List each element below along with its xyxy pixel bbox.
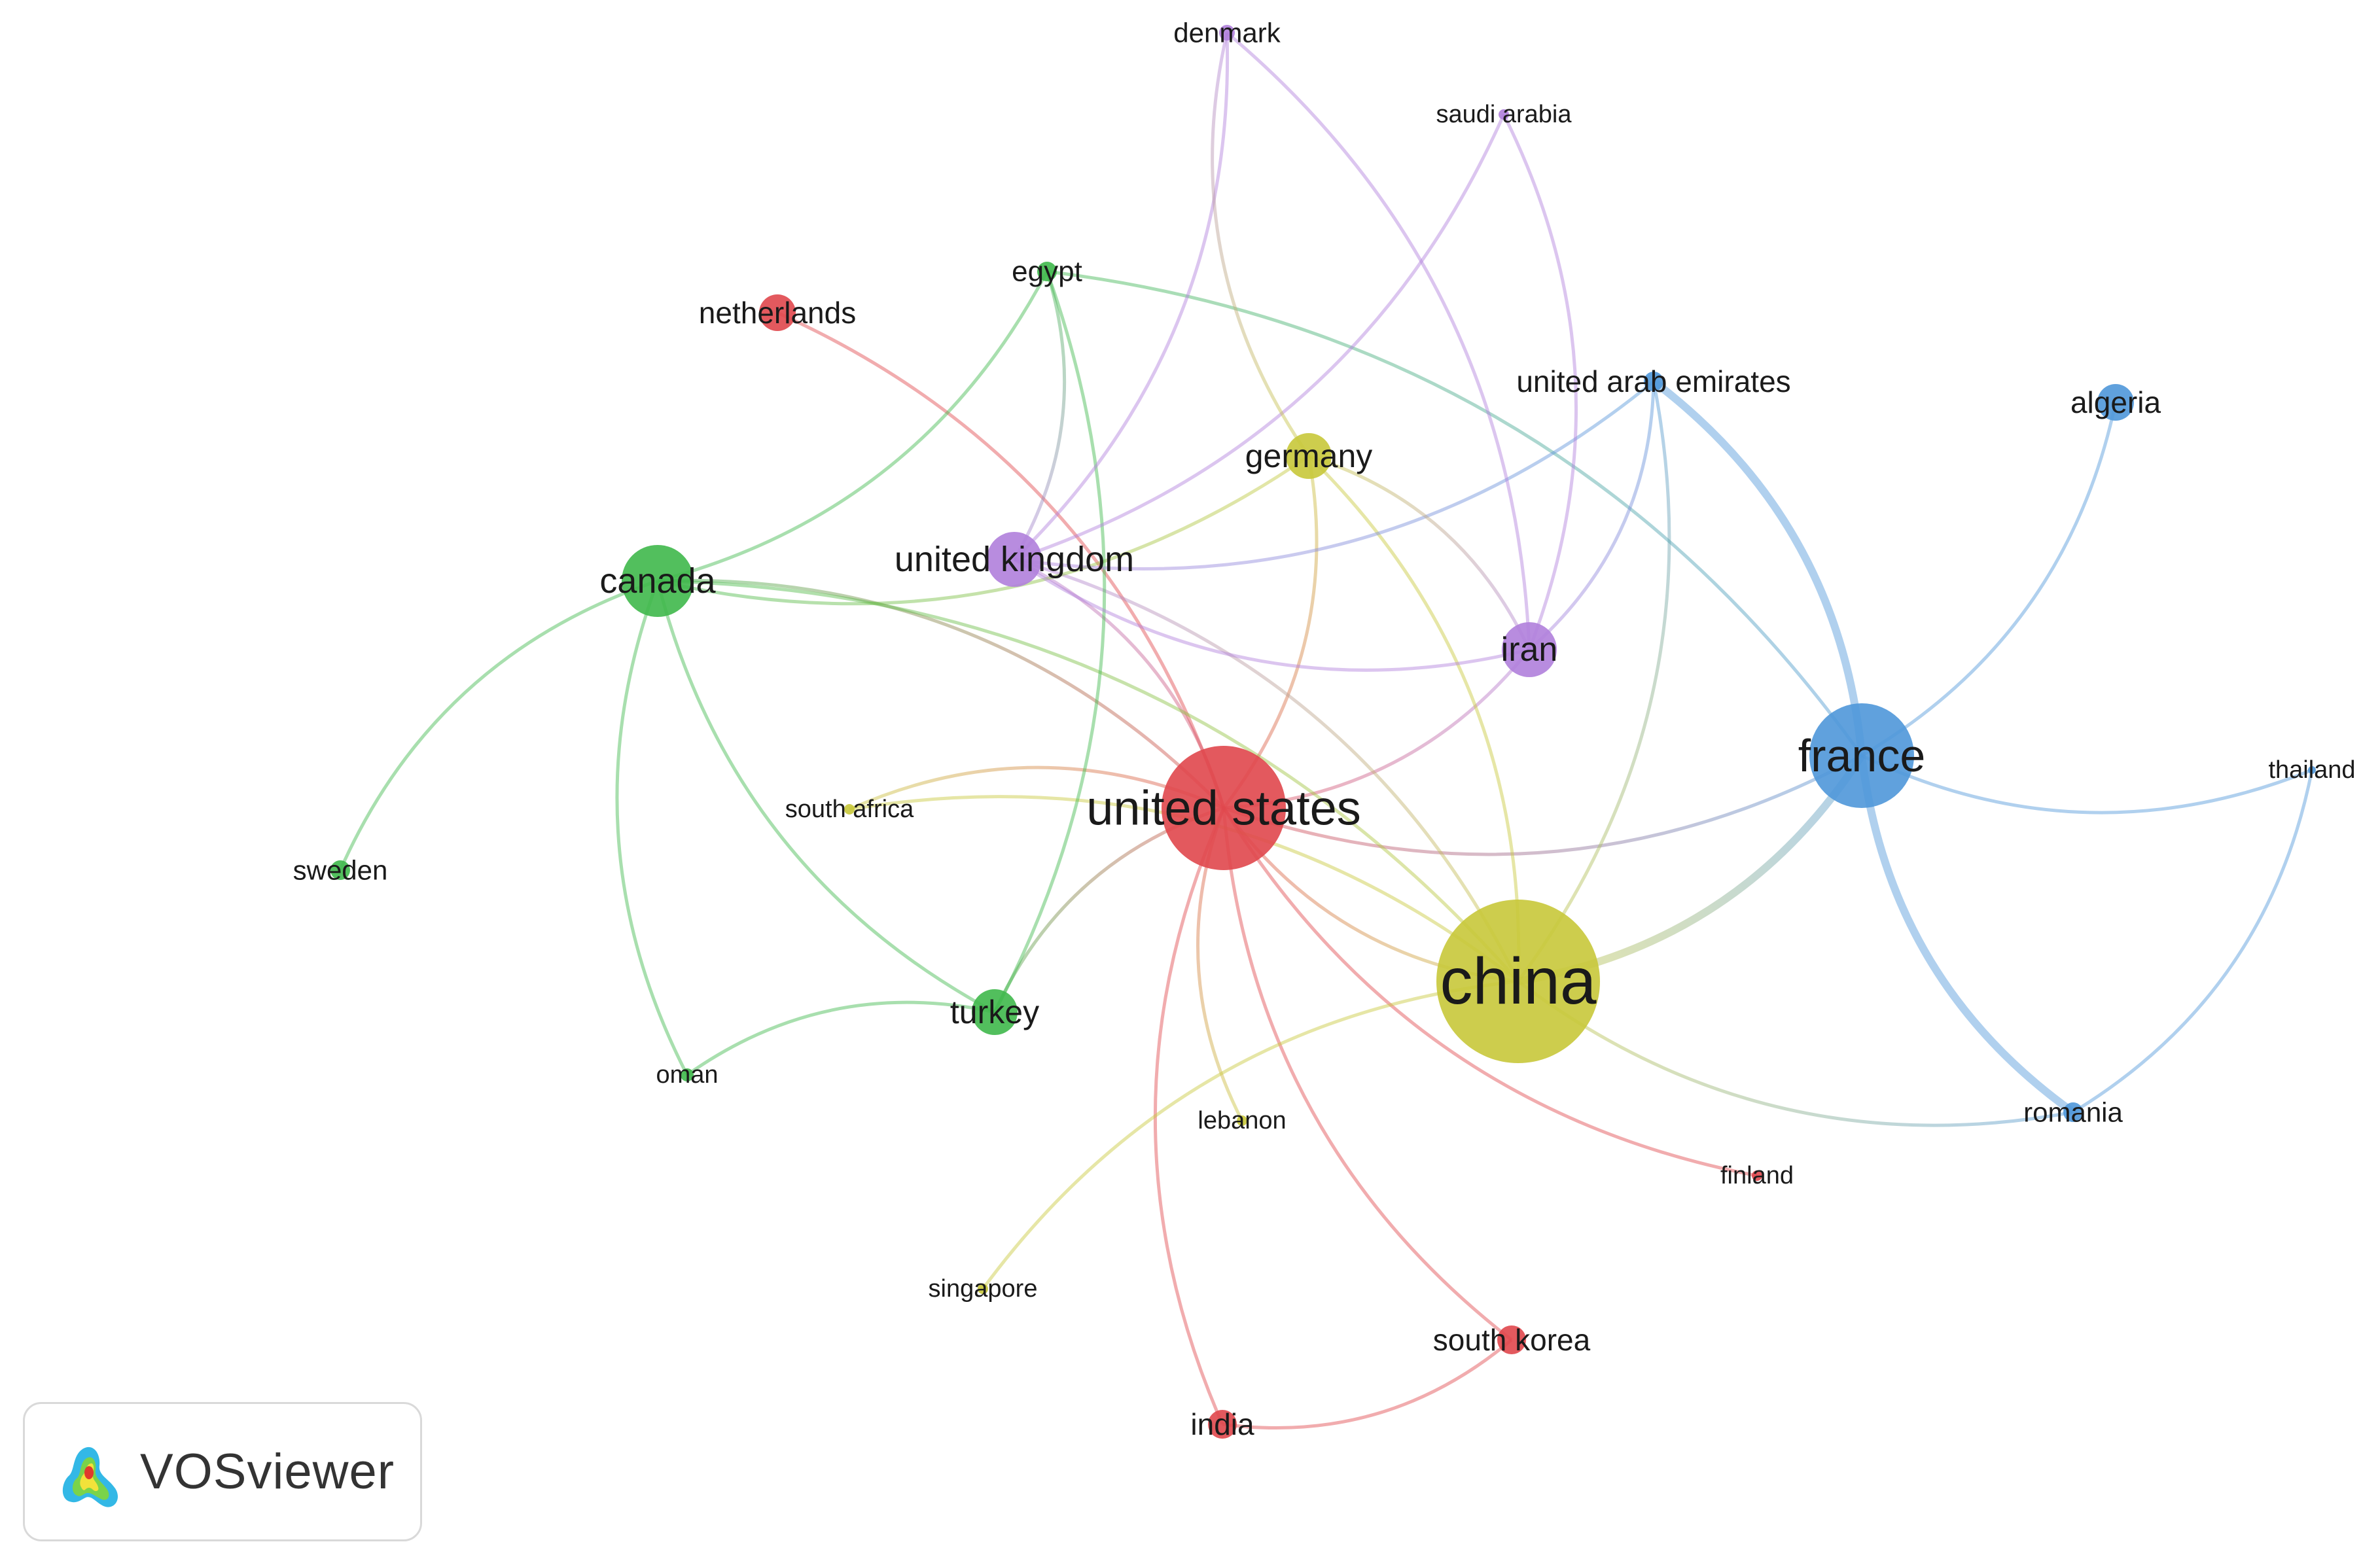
node-label-netherlands: netherlands <box>699 296 856 330</box>
node-china[interactable] <box>1436 900 1600 1063</box>
node-singapore[interactable] <box>978 1284 988 1294</box>
link-canada-sweden <box>338 579 658 871</box>
node-saudi-arabia[interactable] <box>1499 109 1509 120</box>
node-united-kingdom[interactable] <box>987 532 1042 587</box>
node-lebanon[interactable] <box>1237 1115 1247 1126</box>
node-netherlands[interactable] <box>759 294 796 331</box>
node-label-uae: united arab emirates <box>1516 364 1790 398</box>
link-india-south-korea <box>1222 1339 1513 1430</box>
node-label-oman: oman <box>656 1061 718 1089</box>
node-turkey[interactable] <box>972 989 1018 1035</box>
link-united-kingdom-uae <box>1014 380 1655 570</box>
link-canada-egypt <box>657 270 1049 583</box>
node-finland[interactable] <box>1752 1170 1762 1181</box>
node-label-canada: canada <box>599 561 716 601</box>
node-label-china: china <box>1440 945 1596 1018</box>
node-india[interactable] <box>1208 1410 1237 1439</box>
link-united-states-canada <box>657 578 1225 809</box>
node-denmark[interactable] <box>1219 25 1235 41</box>
vosviewer-logo-icon <box>62 1447 118 1507</box>
labels-layer: united states china france canada united kin… <box>293 18 2356 1442</box>
link-canada-germany <box>657 454 1310 606</box>
node-label-finland: finland <box>1720 1162 1794 1189</box>
link-iran-denmark <box>1226 31 1531 650</box>
node-iran[interactable] <box>1502 622 1557 677</box>
node-label-denmark: denmark <box>1173 18 1281 48</box>
node-label-thailand: thailand <box>2268 756 2355 784</box>
link-romania-thailand <box>2072 769 2314 1114</box>
node-label-turkey: turkey <box>950 994 1039 1030</box>
node-egypt[interactable] <box>1037 262 1057 281</box>
node-label-iran: iran <box>1501 631 1558 669</box>
node-canada[interactable] <box>622 545 694 617</box>
link-canada-turkey <box>656 580 996 1014</box>
node-oman[interactable] <box>681 1068 694 1081</box>
node-south-africa[interactable] <box>844 804 855 815</box>
link-united-states-south-korea <box>1222 807 1513 1341</box>
node-label-france: france <box>1798 730 1926 781</box>
node-thailand[interactable] <box>2308 766 2316 774</box>
node-sweden[interactable] <box>330 860 350 880</box>
link-united-kingdom-denmark <box>1013 32 1230 561</box>
node-label-lebanon: lebanon <box>1198 1107 1286 1134</box>
node-label-india: india <box>1190 1407 1254 1441</box>
link-turkey-egypt <box>993 271 1107 1013</box>
link-france-uae <box>1651 378 1866 756</box>
node-label-germany: germany <box>1245 438 1373 474</box>
link-france-egypt <box>1046 270 1864 757</box>
node-south-korea[interactable] <box>1497 1325 1526 1354</box>
link-united-kingdom-iran <box>1013 557 1530 672</box>
node-label-united-states: united states <box>1086 781 1361 835</box>
link-france-romania <box>1858 755 2076 1115</box>
node-label-saudi-arabia: saudi arabia <box>1436 101 1572 128</box>
link-united-kingdom-egypt <box>1012 271 1067 561</box>
link-china-uae <box>1516 381 1671 983</box>
node-germany[interactable] <box>1286 433 1332 479</box>
vosviewer-brand-name: VOSviewer <box>140 1444 395 1500</box>
node-label-egypt: egypt <box>1012 256 1082 288</box>
node-france[interactable] <box>1809 703 1914 808</box>
link-france-algeria <box>1860 402 2118 758</box>
link-france-thailand <box>1860 754 2313 815</box>
link-china-united-kingdom <box>1014 557 1520 983</box>
node-label-south-africa: south africa <box>785 796 914 823</box>
node-label-singapore: singapore <box>929 1275 1038 1303</box>
nodes-layer <box>330 25 2316 1439</box>
node-label-united-kingdom: united kingdom <box>895 540 1134 579</box>
link-united-kingdom-saudi-arabia <box>1014 113 1506 561</box>
links-layer <box>338 31 2314 1430</box>
link-iran-saudi-arabia <box>1502 113 1578 650</box>
link-canada-oman <box>615 580 689 1076</box>
node-algeria[interactable] <box>2097 384 2134 421</box>
node-united-states[interactable] <box>1162 746 1286 870</box>
link-turkey-oman <box>686 1000 995 1077</box>
node-label-sweden: sweden <box>293 855 388 886</box>
link-united-states-france <box>1223 754 1863 856</box>
link-united-states-netherlands <box>776 311 1226 809</box>
node-romania[interactable] <box>2063 1102 2083 1122</box>
link-united-states-finland <box>1222 807 1758 1178</box>
link-china-singapore <box>981 979 1519 1290</box>
link-iran-germany <box>1308 454 1531 651</box>
node-uae[interactable] <box>1644 372 1663 391</box>
link-china-germany <box>1307 455 1521 982</box>
link-iran-uae <box>1528 381 1656 651</box>
link-denmark-germany <box>1211 32 1311 457</box>
node-label-algeria: algeria <box>2070 385 2161 419</box>
node-label-south-korea: south korea <box>1433 1323 1591 1357</box>
node-label-romania: romania <box>2023 1097 2123 1128</box>
vosviewer-brand: VOSviewer <box>23 1402 422 1541</box>
link-china-canada <box>657 579 1519 983</box>
link-china-romania <box>1517 980 2074 1127</box>
